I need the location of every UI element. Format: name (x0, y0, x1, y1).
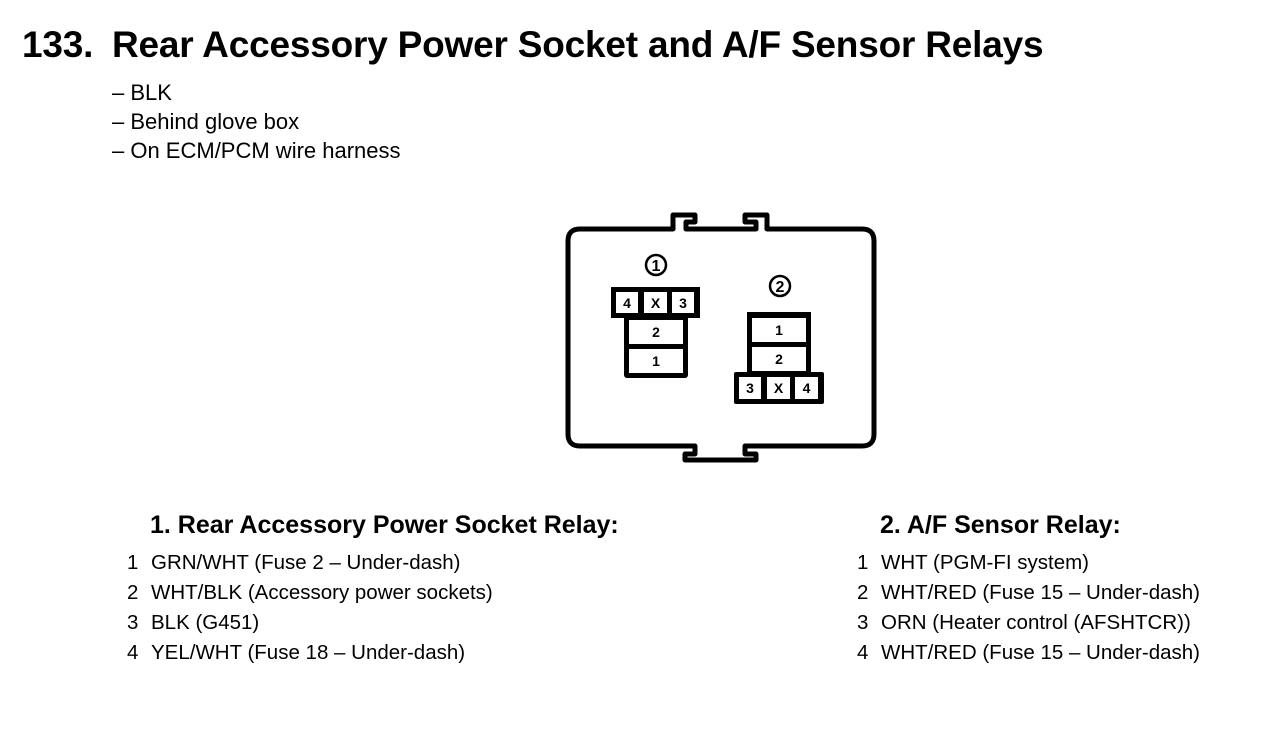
relay-1-pin-label: 1 (652, 353, 660, 369)
pin-number: 2 (857, 581, 869, 604)
relay-2-callout-label: 2 (776, 279, 785, 296)
pin-description: GRN/WHT (Fuse 2 – Under-dash) (151, 551, 461, 574)
pin-number: 3 (127, 611, 139, 634)
relay-1-cell (629, 320, 683, 344)
pin-number: 1 (127, 551, 139, 574)
pin-description: ORN (Heater control (AFSHTCR)) (881, 611, 1191, 634)
relay-2-cell (739, 377, 761, 399)
relay-1-pin-label: X (651, 295, 661, 311)
pin-description: BLK (G451) (151, 611, 260, 634)
relay-1-cell (616, 292, 638, 313)
relay-2-callout-circle (768, 274, 792, 298)
pin-row: 3 ORN (Heater control (AFSHTCR)) (857, 608, 1200, 638)
pin-description: WHT/RED (Fuse 15 – Under-dash) (881, 641, 1200, 664)
relay-2-cell (767, 377, 790, 399)
relay-1-cell (629, 349, 683, 373)
pin-number: 1 (857, 551, 869, 574)
pin-number: 2 (127, 581, 139, 604)
pin-row: 2 WHT/RED (Fuse 15 – Under-dash) (857, 578, 1200, 608)
relay-1-callout-circle (644, 253, 668, 277)
pin-row: 2 WHT/BLK (Accessory power sockets) (127, 578, 619, 608)
relay-2-connector: 2 1 2 3 X 4 (734, 274, 824, 404)
relay-2-heading: 2. A/F Sensor Relay: (880, 511, 1121, 539)
pin-row: 4 WHT/RED (Fuse 15 – Under-dash) (857, 638, 1200, 668)
relay-1-heading: 1. Rear Accessory Power Socket Relay: (150, 511, 619, 539)
note-color: – BLK (112, 80, 172, 105)
relay-2-cell (752, 318, 806, 342)
relay-2-pin-label: X (774, 380, 784, 396)
pin-number: 4 (857, 641, 869, 664)
note-harness: – On ECM/PCM wire harness (112, 138, 401, 163)
relay-2-pin-label: 1 (775, 322, 783, 338)
pin-row: 1 WHT (PGM-FI system) (857, 548, 1200, 578)
relay-1-pin-label: 3 (679, 295, 687, 311)
pin-number: 3 (857, 611, 869, 634)
relay-1-pin-label: 4 (623, 295, 631, 311)
relay-2-pin-label: 3 (746, 380, 754, 396)
relay-1-callout-label: 1 (652, 258, 661, 275)
relay-2-cell (795, 377, 818, 399)
relay-1-pin-list: 1 GRN/WHT (Fuse 2 – Under-dash) 2 WHT/BLK … (127, 548, 619, 668)
note-location: – Behind glove box (112, 109, 300, 134)
pin-row: 4 YEL/WHT (Fuse 18 – Under-dash) (127, 638, 619, 668)
relay-2-cell (752, 347, 806, 371)
section-number: 133. (22, 24, 94, 65)
title-text: Rear Accessory Power Socket and A/F Sens… (112, 24, 1044, 65)
relay-2-pin-label: 2 (775, 351, 783, 367)
housing-outline (565, 212, 877, 463)
page-title: 133. Rear Accessory Power Socket and A/F … (22, 24, 1044, 66)
pin-row: 1 GRN/WHT (Fuse 2 – Under-dash) (127, 548, 619, 578)
relay-1-cell (672, 292, 694, 313)
pin-row: 3 BLK (G451) (127, 608, 619, 638)
pin-number: 4 (127, 641, 139, 664)
pin-description: WHT/RED (Fuse 15 – Under-dash) (881, 581, 1200, 604)
relay-1-connector: 1 4 X 3 2 1 (611, 253, 700, 378)
relay-2-pinout: 2. A/F Sensor Relay: 1 WHT (PGM-FI system… (857, 510, 1200, 668)
relay-1-pin-label: 2 (652, 324, 660, 340)
location-notes: – BLK – Behind glove box – On ECM/PCM wi… (112, 78, 401, 165)
relay-1-cell (644, 292, 667, 313)
pin-description: WHT/BLK (Accessory power sockets) (151, 581, 493, 604)
relay-2-pin-label: 4 (803, 380, 811, 396)
pin-description: YEL/WHT (Fuse 18 – Under-dash) (151, 641, 466, 664)
pin-description: WHT (PGM-FI system) (881, 551, 1090, 574)
